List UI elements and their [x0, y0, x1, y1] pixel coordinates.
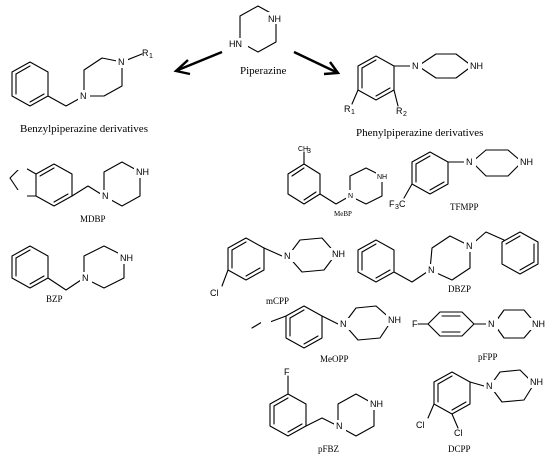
- dbzp-structure: N N: [357, 231, 539, 283]
- atom-r1: R: [142, 48, 149, 58]
- pfpp-structure: F N NH: [412, 309, 550, 339]
- atom-n: N: [82, 273, 89, 283]
- atom-r2-subscript: 2: [403, 111, 407, 118]
- atom-n: N: [284, 251, 291, 261]
- atom-c: C: [399, 199, 406, 209]
- atom-nh: NH: [530, 377, 543, 387]
- atom-f: F: [389, 199, 395, 209]
- atom-n: N: [428, 265, 435, 275]
- caption-dcpp: DCPP: [448, 444, 471, 454]
- caption-piperazine: Piperazine: [240, 65, 287, 77]
- caption-dbzp: DBZP: [448, 284, 471, 294]
- atom-nh: NH: [268, 14, 281, 24]
- meopp-structure: N NH: [251, 305, 408, 349]
- atom-ch3: CH: [298, 146, 308, 153]
- caption-meopp: MeOPP: [320, 354, 349, 364]
- atom-n: N: [348, 193, 353, 200]
- atom-nh: NH: [532, 319, 545, 329]
- atom-nh: NH: [332, 249, 345, 259]
- caption-benzylpiperazine-derivatives: Benzylpiperazine derivatives: [20, 123, 148, 135]
- atom-r1-subscript: 1: [149, 53, 153, 60]
- caption-tfmpp: TFMPP: [450, 202, 479, 212]
- atom-nh: NH: [388, 315, 401, 325]
- atom-n: N: [340, 319, 347, 329]
- atom-nh: NH: [520, 157, 533, 167]
- caption-pfpp: pFPP: [478, 352, 498, 362]
- mdbp-structure: N NH: [9, 160, 156, 207]
- pfbz-structure: F N NH: [269, 367, 390, 437]
- atom-n: N: [336, 421, 343, 431]
- atom-hn: HN: [229, 39, 242, 49]
- bzp-structure: N NH: [11, 245, 140, 291]
- benzylpiperazine-generic-structure: N N R 1: [11, 48, 153, 107]
- caption-mcpp: mCPP: [266, 296, 289, 306]
- tfmpp-structure: N NH F 3 C: [389, 149, 540, 211]
- mcpp-structure: N NH Cl: [210, 237, 352, 298]
- atom-n: N: [466, 241, 473, 251]
- atom-cl: Cl: [416, 420, 425, 430]
- atom-r1: R: [344, 104, 351, 114]
- atom-nh: NH: [136, 167, 149, 177]
- caption-mebp: MeBP: [334, 210, 352, 218]
- caption-pfbz: pFBZ: [318, 444, 339, 454]
- atom-nh: NH: [370, 399, 383, 409]
- atom-nh: NH: [377, 174, 387, 181]
- caption-phenylpiperazine-derivatives: Phenylpiperazine derivatives: [356, 127, 483, 139]
- atom-r1-subscript: 1: [351, 109, 355, 116]
- atom-f: F: [284, 367, 290, 377]
- atom-cl: Cl: [210, 288, 219, 298]
- atom-n: N: [466, 157, 473, 167]
- atom-n: N: [488, 319, 495, 329]
- atom-ch3-subscript: 3: [307, 148, 311, 155]
- arrow-left: [173, 50, 223, 76]
- atom-nh: NH: [120, 253, 133, 263]
- atom-n: N: [118, 57, 125, 67]
- piperazine-structure: NH HN: [226, 5, 290, 53]
- atom-n: N: [80, 91, 87, 101]
- mebp-structure: N NH CH 3: [287, 146, 394, 205]
- caption-mdbp: MDBP: [80, 214, 106, 224]
- caption-bzp: BZP: [46, 294, 63, 304]
- arrow-right: [293, 50, 341, 76]
- atom-n: N: [412, 61, 419, 71]
- atom-cl: Cl: [454, 428, 463, 438]
- atom-f3-subscript: 3: [395, 204, 399, 211]
- atom-r2: R: [396, 106, 403, 116]
- atom-nh: NH: [470, 61, 483, 71]
- atom-n: N: [486, 381, 493, 391]
- atom-f: F: [412, 319, 418, 329]
- dcpp-structure: N NH Cl Cl: [416, 369, 550, 438]
- atom-n: N: [102, 191, 109, 201]
- phenylpiperazine-generic-structure: N NH R 1 R 2: [344, 53, 490, 118]
